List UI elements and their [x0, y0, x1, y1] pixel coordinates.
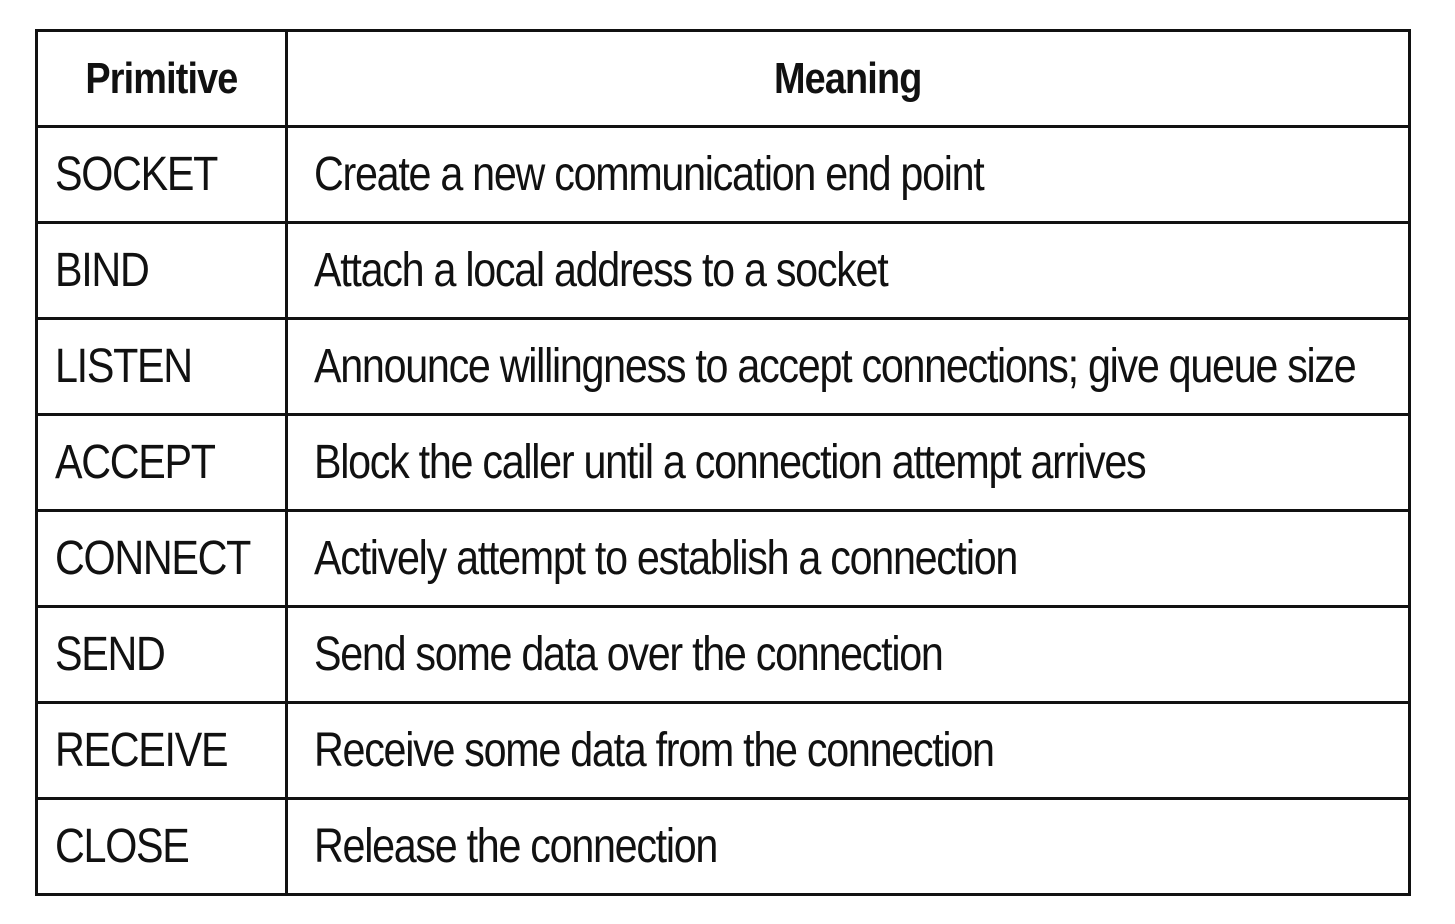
- meaning-cell: Release the connection: [285, 797, 1411, 896]
- table-row: SEND Send some data over the connection: [35, 605, 1411, 704]
- primitive-cell: RECEIVE: [35, 701, 288, 800]
- table-row: SOCKET Create a new communication end po…: [35, 125, 1411, 224]
- primitive-cell: ACCEPT: [35, 413, 288, 512]
- meaning-cell: Send some data over the connection: [285, 605, 1411, 704]
- header-row: Primitive Meaning: [35, 29, 1411, 128]
- header-primitive: Primitive: [35, 29, 288, 128]
- meaning-cell: Receive some data from the connection: [285, 701, 1411, 800]
- header-meaning: Meaning: [285, 29, 1411, 128]
- table-row: BIND Attach a local address to a socket: [35, 221, 1411, 320]
- primitive-cell: CONNECT: [35, 509, 288, 608]
- primitive-cell: BIND: [35, 221, 288, 320]
- table-row: LISTEN Announce willingness to accept co…: [35, 317, 1411, 416]
- socket-primitives-table: Primitive Meaning SOCKET Create a new co…: [35, 29, 1411, 896]
- table-row: CLOSE Release the connection: [35, 797, 1411, 896]
- meaning-cell: Attach a local address to a socket: [285, 221, 1411, 320]
- meaning-cell: Actively attempt to establish a connecti…: [285, 509, 1411, 608]
- table-row: ACCEPT Block the caller until a connecti…: [35, 413, 1411, 512]
- meaning-cell: Announce willingness to accept connectio…: [285, 317, 1411, 416]
- meaning-cell: Block the caller until a connection atte…: [285, 413, 1411, 512]
- primitive-cell: LISTEN: [35, 317, 288, 416]
- primitive-cell: SOCKET: [35, 125, 288, 224]
- meaning-cell: Create a new communication end point: [285, 125, 1411, 224]
- primitive-cell: SEND: [35, 605, 288, 704]
- table-row: CONNECT Actively attempt to establish a …: [35, 509, 1411, 608]
- primitive-cell: CLOSE: [35, 797, 288, 896]
- table-row: RECEIVE Receive some data from the conne…: [35, 701, 1411, 800]
